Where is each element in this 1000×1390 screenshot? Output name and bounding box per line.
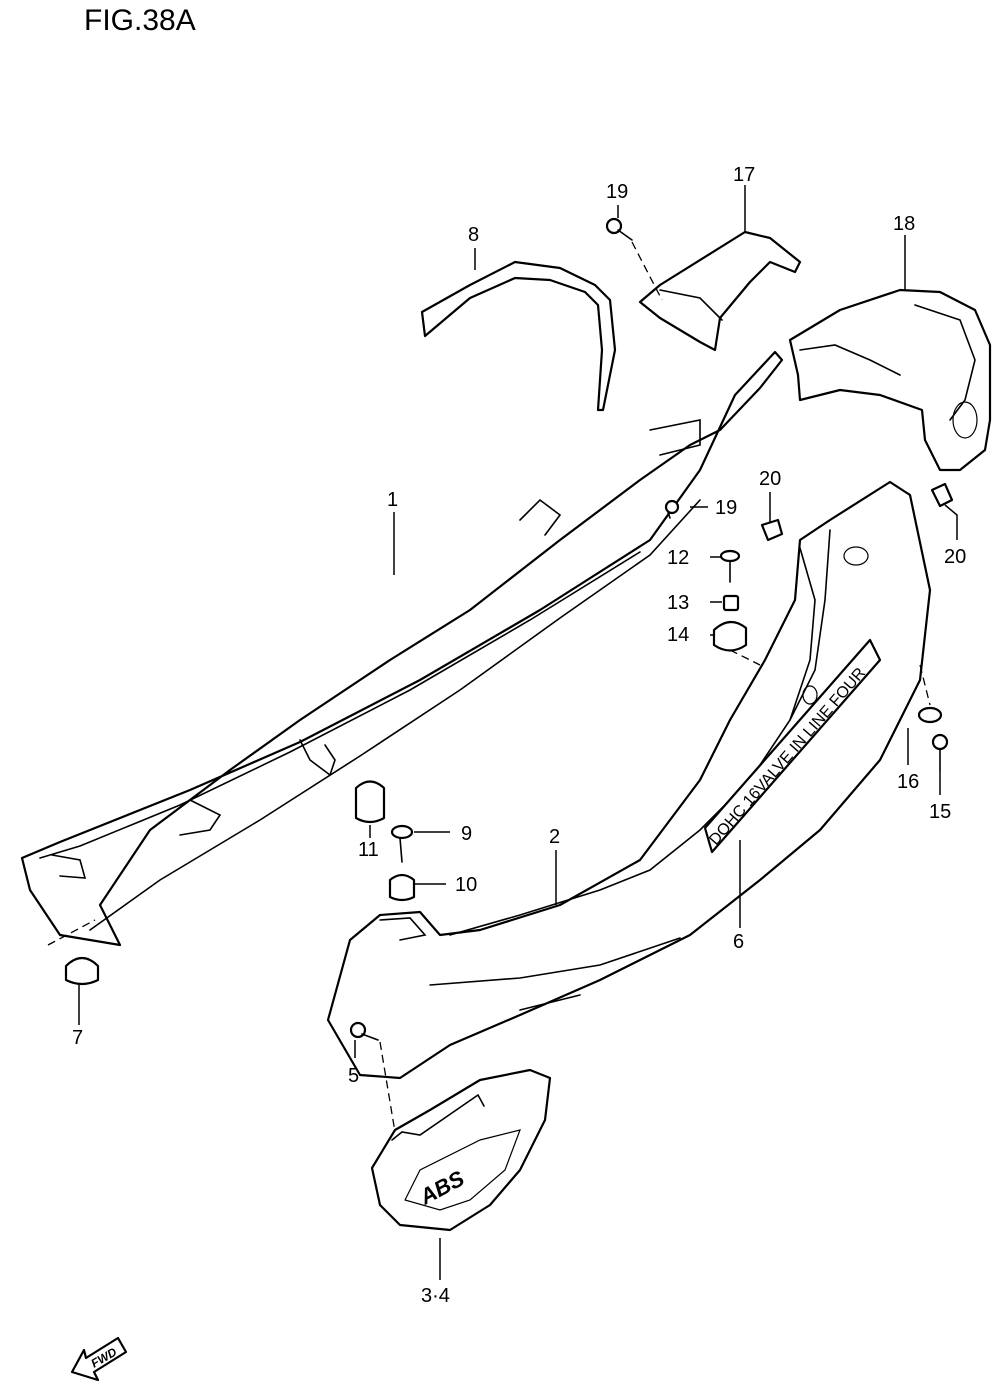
callout-13: 13 (667, 592, 689, 614)
callout-17: 17 (733, 164, 755, 186)
leader-lines (78, 185, 958, 1280)
part-18-tail-housing (788, 288, 992, 472)
callout-5: 5 (348, 1065, 359, 1087)
callout-11: 11 (358, 839, 379, 861)
part-1-frame-cover (20, 350, 784, 947)
part-10-grommet (388, 873, 416, 902)
callout-2: 2 (549, 826, 560, 848)
part-7-damper (64, 956, 100, 986)
part-20-upper-clip (760, 518, 784, 542)
part-16-washer (917, 664, 943, 724)
callout-9: 9 (461, 823, 472, 845)
callout-16: 16 (897, 771, 919, 793)
callout-14: 14 (667, 624, 689, 646)
part-14-cushion (712, 620, 761, 666)
part-15-bolt (931, 733, 949, 771)
part-3-4-lower-panel: ABS (370, 1068, 552, 1232)
part-17-cowl (638, 230, 802, 352)
callout-10: 10 (455, 874, 477, 896)
callout-3-4: 3·4 (421, 1285, 450, 1307)
part-12-bolt (719, 549, 741, 583)
part-5-screw (349, 1021, 396, 1133)
part-19-upper-screw (605, 217, 663, 301)
part-2-side-cover (326, 480, 932, 1080)
callout-18: 18 (893, 213, 915, 235)
figure-title: FIG.38A (84, 4, 196, 37)
callout-15: 15 (929, 801, 951, 823)
callout-12: 12 (667, 547, 689, 569)
callout-20-mid: 20 (759, 468, 781, 490)
callout-7: 7 (72, 1027, 83, 1049)
part-19-lower-screw (664, 499, 680, 519)
fwd-arrow: FWD (70, 1336, 128, 1382)
callout-labels: 1 2 3·4 5 6 7 8 9 10 11 12 13 14 15 16 1… (72, 164, 966, 1307)
part-13-collar (722, 594, 740, 612)
callout-19-top: 19 (606, 181, 628, 203)
part-11-grommet (354, 780, 386, 824)
part-20-right-clip (930, 482, 954, 508)
part-8-trim (420, 260, 617, 412)
callout-6: 6 (733, 931, 744, 953)
callout-8: 8 (468, 224, 479, 246)
callout-20-right: 20 (944, 546, 966, 568)
callout-19-mid: 19 (715, 497, 737, 519)
callout-1: 1 (387, 489, 398, 511)
part-9-rivet (390, 824, 414, 863)
